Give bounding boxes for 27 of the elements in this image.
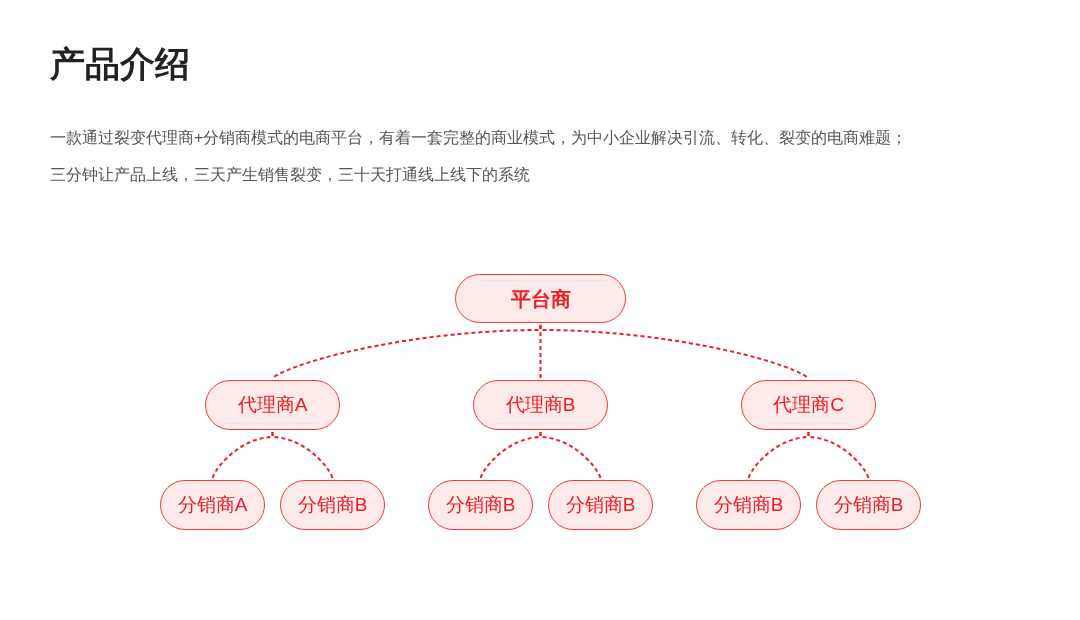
rounded-node-box — [548, 480, 653, 530]
rounded-node-box — [696, 480, 801, 530]
dashed-connector — [539, 431, 602, 479]
node-label: 分销商B — [833, 493, 904, 517]
rounded-node-box — [428, 480, 533, 530]
rounded-node-box — [473, 380, 608, 430]
dashed-connector — [271, 431, 334, 479]
rounded-node-box — [205, 380, 340, 430]
dashed-connector — [807, 431, 870, 479]
node-label: 代理商A — [237, 393, 308, 417]
rounded-node-box — [741, 380, 876, 430]
rounded-node-box — [280, 480, 385, 530]
node-label: 分销商B — [445, 493, 516, 517]
description-text: 一款通过裂变代理商+分销商模式的电商平台，有着一套完整的商业模式，为中小企业解决引流、转化、裂变的电商难题； — [50, 128, 908, 148]
node-label: 分销商B — [297, 493, 368, 517]
node-label: 分销商B — [565, 493, 636, 517]
node-label: 分销商A — [177, 493, 248, 517]
node-label: 代理商C — [773, 393, 844, 417]
node-label: 代理商B — [505, 393, 576, 417]
page-title: 产品介绍 — [50, 43, 190, 85]
node-label: 分销商B — [713, 493, 784, 517]
node-label: 平台商 — [510, 286, 571, 312]
rounded-node-box — [455, 274, 626, 323]
dashed-connector — [539, 324, 810, 379]
rounded-node-box — [160, 480, 265, 530]
rounded-node-box — [816, 480, 921, 530]
description-text: 三分钟让产品上线，三天产生销售裂变，三十天打通线上线下的系统 — [50, 165, 530, 185]
